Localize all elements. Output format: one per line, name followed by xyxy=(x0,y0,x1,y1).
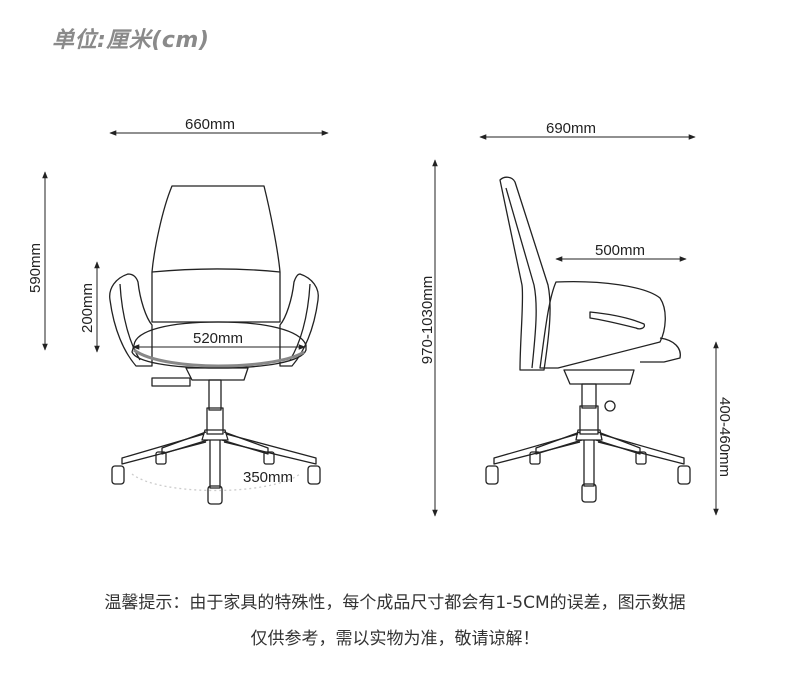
front-base-leg-back-right xyxy=(221,431,269,455)
front-caster-right xyxy=(307,465,321,485)
side-base-leg-back-right xyxy=(595,431,641,455)
side-caster-back-right xyxy=(635,451,647,465)
front-view-chair xyxy=(109,185,321,505)
side-mechanism xyxy=(563,369,635,385)
disclaimer-line-2: 仅供参考，需以实物为准，敬请谅解！ xyxy=(250,629,540,649)
front-backrest xyxy=(151,185,281,323)
label-seat-height: 400-460mm xyxy=(716,397,733,477)
front-seat-shadow xyxy=(133,348,305,368)
front-lever xyxy=(151,377,191,387)
front-backrest-seam xyxy=(151,268,281,273)
side-caster-right xyxy=(677,465,691,485)
front-mechanism xyxy=(185,367,249,381)
front-caster-front xyxy=(207,485,223,505)
front-base-leg-left xyxy=(121,433,207,465)
unit-title: 单位:厘米(cm) xyxy=(52,28,210,53)
front-base-leg-front xyxy=(209,440,221,489)
side-gas-lift xyxy=(581,383,597,409)
side-seat-front xyxy=(640,337,681,363)
front-right-armrest xyxy=(279,273,319,367)
label-armrest-height: 200mm xyxy=(79,283,96,333)
front-caster-left xyxy=(111,465,125,485)
side-base-leg-left xyxy=(493,433,581,465)
front-left-armrest xyxy=(109,273,153,367)
side-backrest-inner xyxy=(505,187,537,369)
front-right-armrest-inner xyxy=(289,283,311,361)
label-side-depth: 690mm xyxy=(546,120,596,137)
front-left-armrest-inner xyxy=(119,283,141,361)
front-gas-cylinder xyxy=(206,407,224,435)
side-caster-back-left xyxy=(529,451,541,465)
side-base-leg-back-left xyxy=(535,431,583,455)
label-total-height: 970-1030mm xyxy=(419,276,436,364)
front-caster-back-right xyxy=(263,451,275,465)
label-back-height: 590mm xyxy=(27,243,44,293)
disclaimer-line-1: 温馨提示：由于家具的特殊性，每个成品尺寸都会有1-5CM的误差，图示数据 xyxy=(104,593,686,613)
front-seat xyxy=(131,321,307,369)
side-seat xyxy=(539,281,666,369)
front-gas-lift xyxy=(208,379,222,411)
front-base-leg-right xyxy=(223,433,317,465)
side-backrest xyxy=(499,176,551,371)
side-base-hub xyxy=(575,429,603,441)
dimension-labels: 660mm 690mm 590mm 200mm 520mm 350mm 970-… xyxy=(27,116,733,486)
side-caster-front xyxy=(581,483,597,503)
front-base-leg-back-left xyxy=(161,431,209,455)
label-seat-width: 520mm xyxy=(193,330,243,347)
label-seat-depth: 500mm xyxy=(595,242,645,259)
side-base-leg-front xyxy=(583,440,595,487)
label-front-width: 660mm xyxy=(185,116,235,133)
side-knob xyxy=(604,400,616,412)
side-base-leg-right xyxy=(597,433,685,465)
front-base-floor-arc xyxy=(131,473,301,492)
side-view-chair xyxy=(485,176,691,503)
front-base-hub xyxy=(201,429,229,441)
side-armrest-slot xyxy=(589,311,646,330)
side-caster-left xyxy=(485,465,499,485)
dimension-lines xyxy=(42,130,719,517)
front-caster-back-left xyxy=(155,451,167,465)
side-gas-cylinder xyxy=(579,405,599,435)
label-base-radius: 350mm xyxy=(243,469,293,486)
